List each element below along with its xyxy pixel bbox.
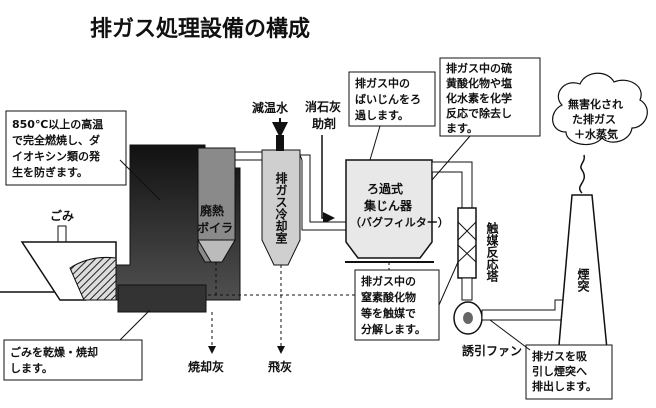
svg-text:排ガス中の: 排ガス中の xyxy=(355,76,410,90)
svg-text:分解します。: 分解します。 xyxy=(361,322,426,336)
cooling-water-nozzle xyxy=(276,135,284,151)
induced-fan-hub xyxy=(463,312,473,324)
boiler-label-line1: 廃熱 xyxy=(200,203,224,218)
fly-ash-label: 飛灰 xyxy=(267,359,292,374)
svg-text:無害化され: 無害化され xyxy=(568,97,623,111)
duct-filter-catalyst xyxy=(431,161,473,209)
lime-label-line1: 消石灰 xyxy=(305,99,341,114)
svg-text:イオキシン類の発: イオキシン類の発 xyxy=(12,149,101,163)
svg-text:排ガス中の: 排ガス中の xyxy=(361,274,416,288)
fan-label: 誘引ファン xyxy=(462,343,522,358)
filter-label-line2: 集じん器 xyxy=(363,198,413,213)
svg-text:黄酸化物や塩: 黄酸化物や塩 xyxy=(446,76,512,90)
svg-text:排出します。: 排出します。 xyxy=(532,379,597,393)
svg-text:します。: します。 xyxy=(10,362,53,375)
svg-text:引し煙突へ: 引し煙突へ xyxy=(532,364,587,378)
cooling-tower-body xyxy=(261,149,301,266)
duct-fan-chimney xyxy=(481,299,566,321)
chimney-smoke-icon xyxy=(579,154,586,194)
svg-text:反応で除去し: 反応で除去し xyxy=(446,106,512,120)
callout-dust: 排ガス中の ばいじんをろ 過します。 xyxy=(348,71,436,161)
svg-text:で完全燃焼し、ダ: で完全燃焼し、ダ xyxy=(12,133,100,147)
lime-label-line2: 助剤 xyxy=(312,116,336,131)
svg-text:排ガス中の硫: 排ガス中の硫 xyxy=(446,61,512,75)
boiler-label-line2: ボイラ xyxy=(197,220,233,235)
svg-text:等を触媒で: 等を触媒で xyxy=(360,306,416,320)
filter-label-line1: ろ過式 xyxy=(367,181,403,196)
callout-stack: 排ガスを吸 引し煙突へ 排出します。 xyxy=(489,319,613,400)
filter-label-line3: （バグフィルター） xyxy=(350,215,449,229)
svg-text:＋水蒸気: ＋水蒸気 xyxy=(574,127,618,141)
svg-text:窒素酸化物: 窒素酸化物 xyxy=(361,290,416,304)
lime-feed-arrow-icon xyxy=(321,135,335,224)
catalyst-tower-body xyxy=(457,207,477,279)
svg-text:排ガスを吸: 排ガスを吸 xyxy=(532,349,588,363)
svg-text:ばいじんをろ: ばいじんをろ xyxy=(355,92,421,106)
svg-text:過します。: 過します。 xyxy=(354,108,409,122)
page-title: 排ガス処理設備の構成 xyxy=(90,16,310,42)
duct-boiler-cooling xyxy=(234,151,263,161)
callout-harmless-cloud: 無害化され た排ガス ＋水蒸気 xyxy=(552,72,648,146)
bag-filter-body xyxy=(345,159,433,259)
bottom-ash-label: 焼却灰 xyxy=(188,359,224,374)
callout-nox: 排ガス中の 窒素酸化物 等を触媒で 分解します。 xyxy=(354,261,459,341)
callout-dry: ごみを乾燥・焼却 します。 xyxy=(3,309,151,381)
callout-acid: 排ガス中の硫 黄酸化物や塩 化水素を化学 反応で除去し ます。 xyxy=(431,57,541,181)
svg-text:850℃以上の高温: 850℃以上の高温 xyxy=(12,117,103,131)
garbage-label: ごみ xyxy=(50,208,74,223)
svg-text:ます。: ます。 xyxy=(446,122,478,135)
chimney-label: 煙突 xyxy=(576,267,590,293)
svg-text:生を防ぎます。: 生を防ぎます。 xyxy=(12,165,88,179)
svg-text:ごみを乾燥・焼却: ごみを乾燥・焼却 xyxy=(10,345,98,359)
svg-text:化水素を化学: 化水素を化学 xyxy=(446,91,512,105)
incinerator-grate xyxy=(117,284,207,313)
catalyst-pattern xyxy=(457,221,477,263)
cooling-tower-label: 排ガス冷却室 xyxy=(274,171,288,245)
boiler-hopper xyxy=(197,239,236,263)
callout-incinerator: 850℃以上の高温 で完全燃焼し、ダ イオキシン類の発 生を防ぎます。 xyxy=(5,110,161,201)
catalyst-label: 触媒反応塔 xyxy=(485,221,499,283)
svg-text:た排ガス: た排ガス xyxy=(572,112,616,126)
duct-catalyst-fan xyxy=(461,277,473,301)
cooling-water-label: 減温水 xyxy=(252,100,289,115)
